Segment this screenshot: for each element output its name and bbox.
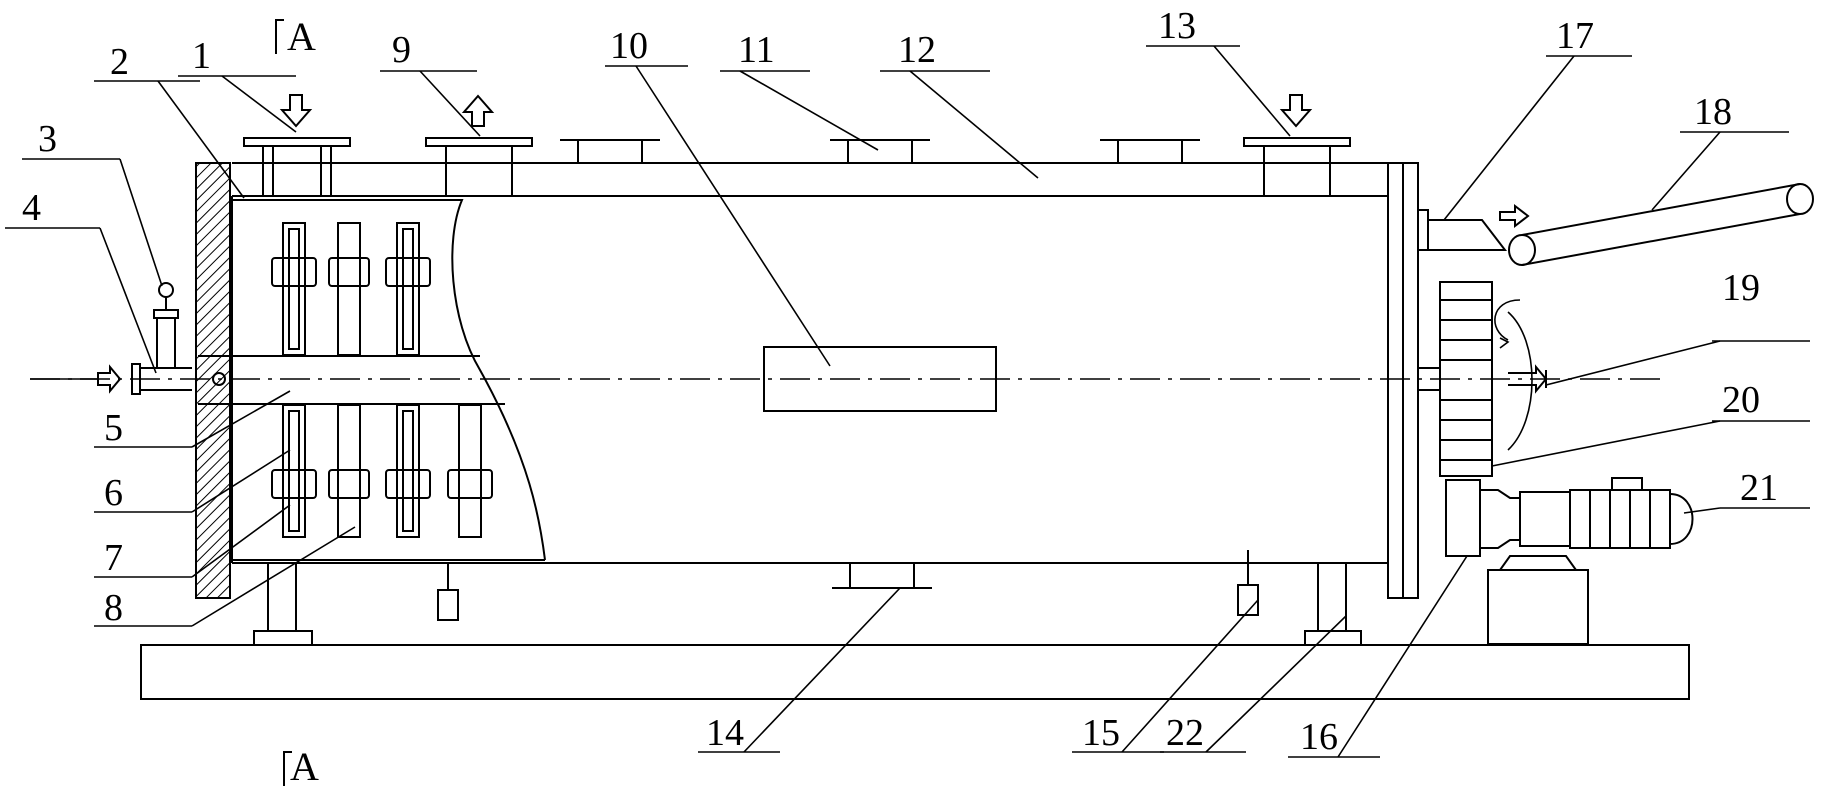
flow-arrows-top: [279, 94, 1313, 128]
part-label-19: 19: [1722, 267, 1760, 309]
hollow-shaft: [198, 355, 505, 405]
part-label-11: 11: [738, 29, 775, 71]
right-end-flange: [1387, 162, 1419, 599]
part-label-13: 13: [1158, 5, 1196, 47]
part-label-9: 9: [392, 29, 411, 71]
part-label-21: 21: [1740, 467, 1778, 509]
section-mark-top-label: A: [287, 14, 316, 59]
part-label-7: 7: [104, 537, 123, 579]
part-label-1: 1: [192, 35, 211, 77]
part-label-3: 3: [38, 118, 57, 160]
sight-window: [763, 346, 997, 412]
supports: [253, 562, 1362, 646]
discharge-conveyor: [1417, 183, 1814, 266]
part-label-8: 8: [104, 587, 123, 629]
part-label-15: 15: [1082, 712, 1120, 754]
part-label-14: 14: [706, 712, 744, 754]
part-label-22: 22: [1166, 712, 1204, 754]
top-nozzles: [243, 137, 1351, 196]
part-label-20: 20: [1722, 379, 1760, 421]
part-label-16: 16: [1300, 716, 1338, 758]
leader-lines: [5, 45, 1810, 758]
heating-disks-lower: [271, 404, 493, 538]
motor-reducer: [1445, 477, 1694, 645]
part-label-2: 2: [110, 41, 129, 83]
part-label-18: 18: [1694, 91, 1732, 133]
part-label-4: 4: [22, 187, 41, 229]
section-mark-top: A: [275, 14, 316, 59]
part-label-10: 10: [610, 25, 648, 67]
part-label-12: 12: [898, 29, 936, 71]
drive-gear: [1418, 281, 1548, 477]
bottom-nozzle: [832, 563, 932, 589]
section-mark-bottom-label: A: [290, 744, 319, 789]
cutaway-edge: [232, 199, 546, 561]
part-label-5: 5: [104, 407, 123, 449]
drain-valves: [437, 550, 1259, 621]
base-plate: [140, 644, 1690, 700]
heating-disks-upper: [271, 222, 431, 356]
steam-inlet-assembly: [97, 282, 226, 395]
part-label-6: 6: [104, 472, 123, 514]
section-mark-bottom: A: [283, 744, 319, 789]
part-label-17: 17: [1556, 15, 1594, 57]
drum-shell: [231, 162, 1388, 564]
part-labels: 1 2 3 4 5 6 7 8 9 10 11 12 13 14 15 16 1…: [22, 5, 1778, 758]
